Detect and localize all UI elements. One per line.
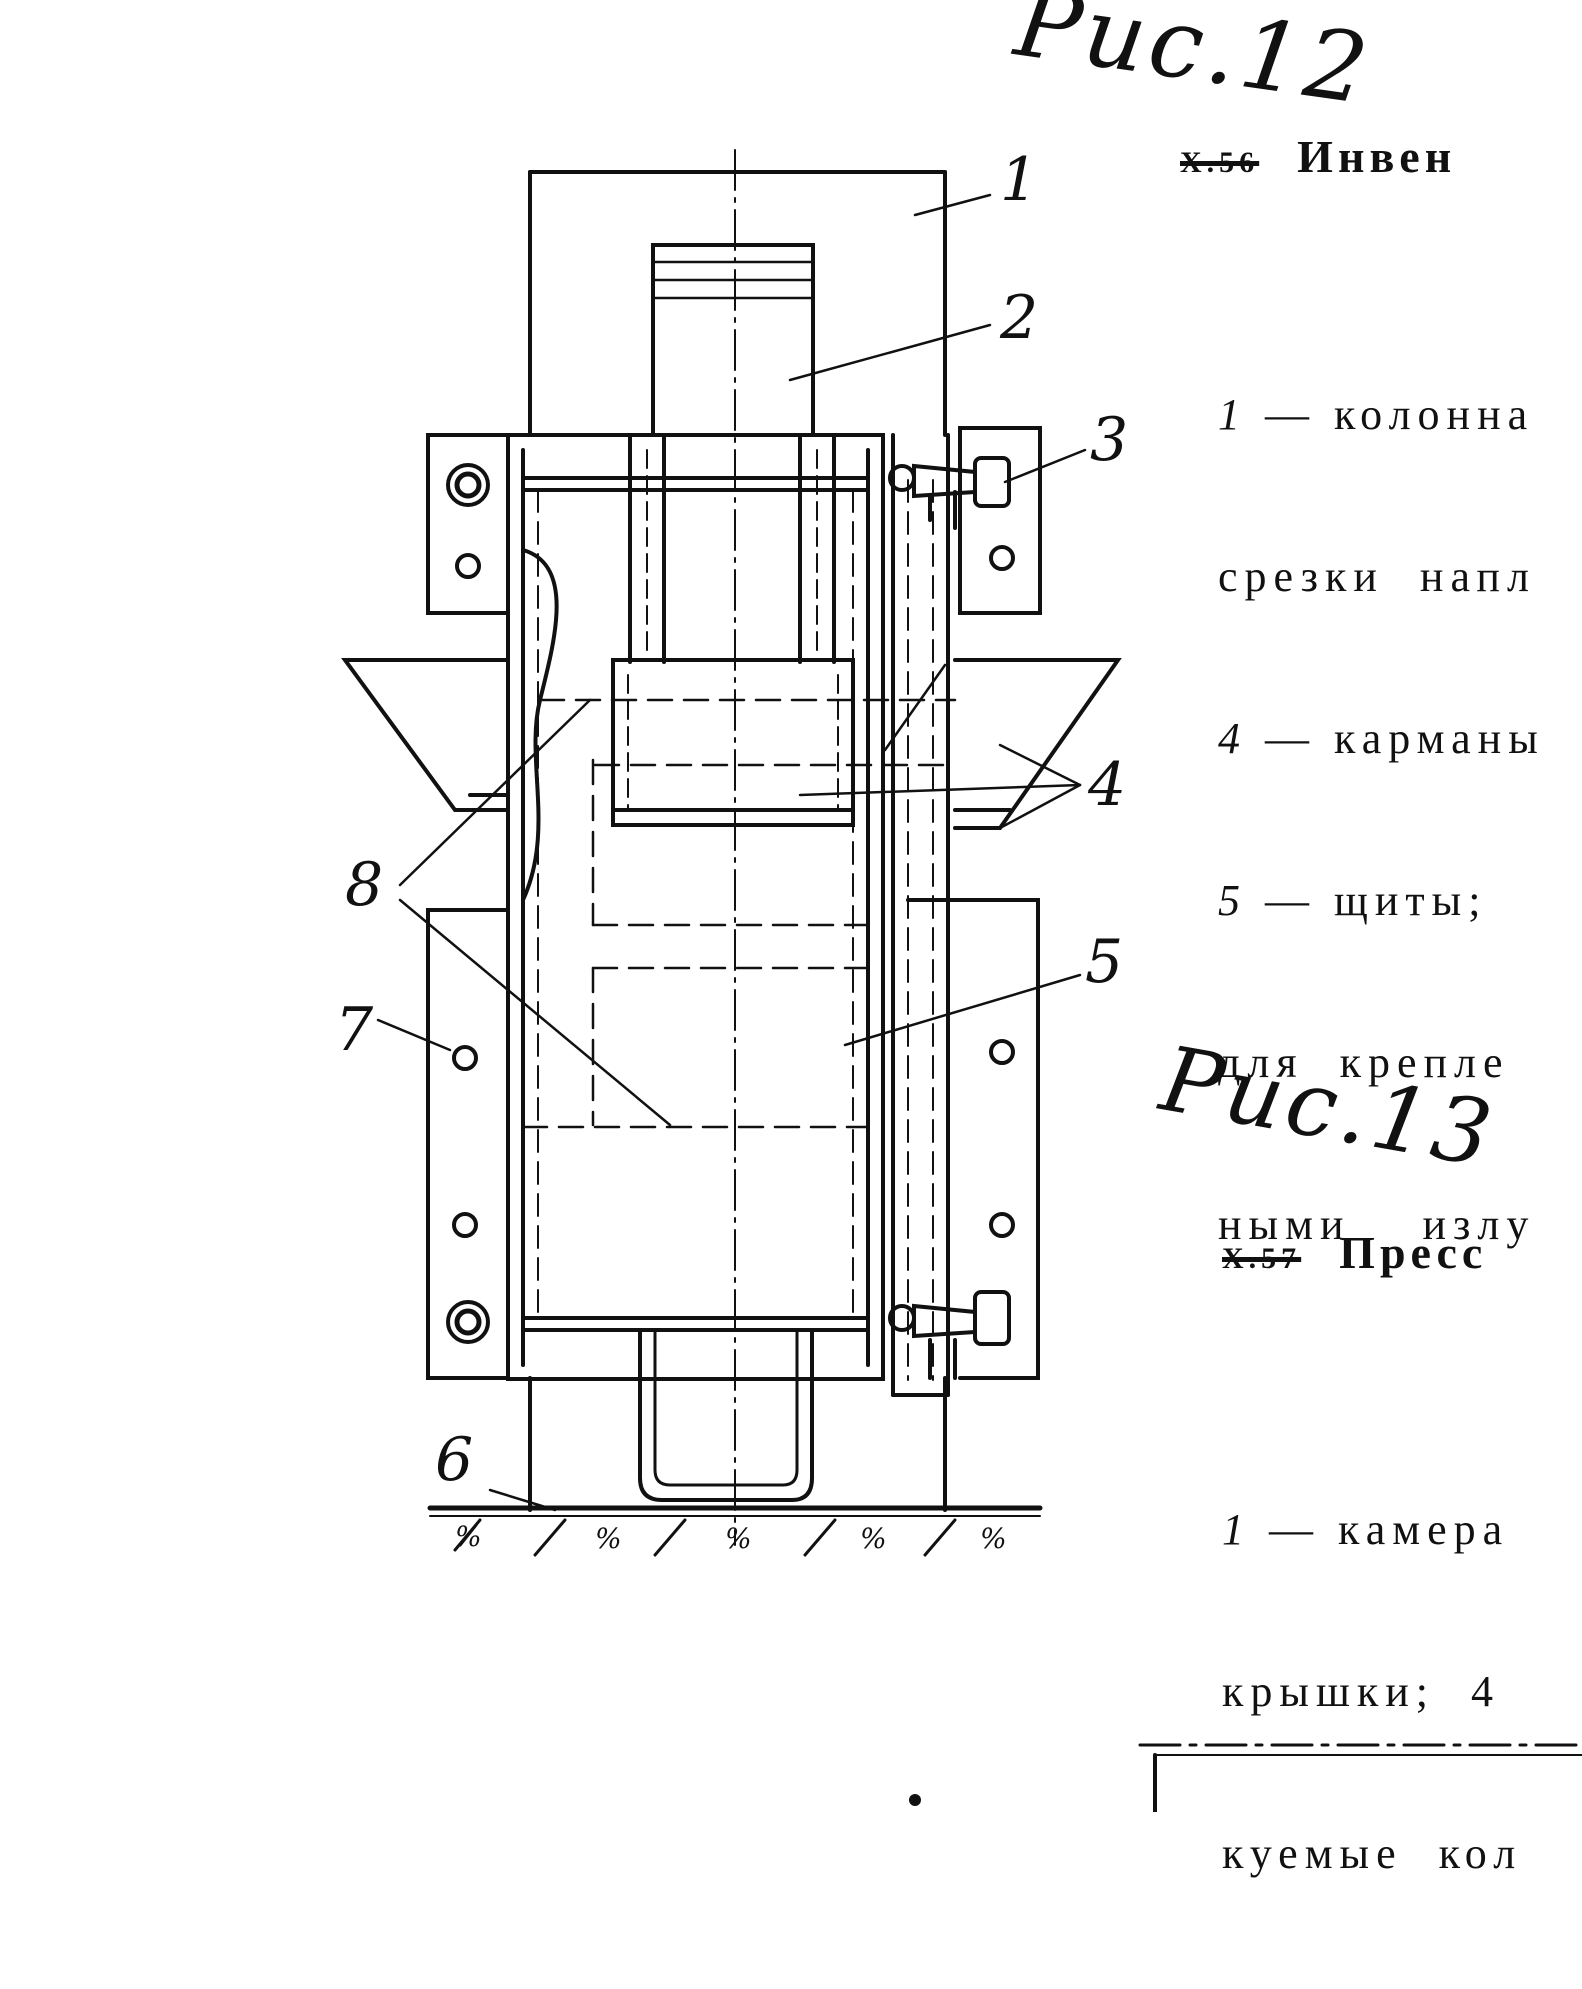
slide-block xyxy=(611,658,855,827)
caption-1-line: 4 — карманы xyxy=(1218,714,1545,763)
callout-labels: 1 2 3 4 5 6 7 8 xyxy=(335,145,1128,1495)
ground-mark: % xyxy=(455,1520,482,1553)
guide-diagonal xyxy=(883,663,947,752)
upper-left-bracket xyxy=(426,433,510,615)
caption-1-line: 5 — щиты; xyxy=(1218,876,1488,925)
caption-1-line: срезки напл xyxy=(1218,552,1536,601)
bottom-partial-drawing xyxy=(909,1743,1582,1812)
ground xyxy=(427,1505,1043,1557)
section-2-title: Пресс xyxy=(1339,1227,1488,1278)
clamp-screw-top xyxy=(888,456,1011,530)
shield-dashed-outlines xyxy=(521,698,957,1129)
technical-drawing: % % % % % 1 2 3 4 5 6 7 xyxy=(335,145,1582,1812)
ground-mark: % xyxy=(980,1522,1007,1555)
section-2-heading: Х.57 Пресс xyxy=(1222,1226,1487,1279)
leader-lines xyxy=(376,193,1087,1512)
right-pocket xyxy=(953,658,1122,830)
section-2-struck-number: Х.57 xyxy=(1222,1242,1302,1275)
caption-1-line: для крепле xyxy=(1218,1038,1510,1087)
callout-label-8: 8 xyxy=(345,850,383,920)
upper-right-bracket xyxy=(958,426,1042,615)
guide-rails xyxy=(628,433,836,664)
caption-1: 1 — колонна срезки напл 4 — карманы 5 — … xyxy=(1218,280,1545,1360)
column xyxy=(528,170,947,1512)
top-block xyxy=(651,243,815,437)
callout-label-7: 7 xyxy=(335,995,374,1065)
u-handle xyxy=(638,1328,814,1502)
left-pocket xyxy=(341,658,510,812)
callout-label-2: 2 xyxy=(999,283,1038,353)
caption-2-line: куемые кол xyxy=(1222,1829,1523,1878)
section-1-title: Инвен xyxy=(1297,131,1457,182)
caption-1-line: 1 — колонна xyxy=(1218,390,1535,439)
caption-2-line: 1 — камера xyxy=(1222,1505,1510,1554)
caption-1-line: ными излу xyxy=(1218,1200,1536,1249)
u-handle-inner xyxy=(653,1328,799,1487)
section-1-heading: Х.56 Инвен xyxy=(1180,130,1456,183)
ground-marks: % % % % % xyxy=(455,1520,1007,1555)
callout-label-1: 1 xyxy=(1000,145,1038,215)
callout-label-5: 5 xyxy=(1085,927,1123,997)
lower-right-bracket xyxy=(906,898,1040,1380)
callout-label-3: 3 xyxy=(1090,405,1128,475)
callout-label-4: 4 xyxy=(1087,750,1126,820)
lower-left-bracket xyxy=(426,908,510,1380)
ground-mark: % xyxy=(860,1522,887,1555)
cutaway-curve xyxy=(521,548,559,902)
ground-mark: % xyxy=(725,1522,752,1555)
section-1-struck-number: Х.56 xyxy=(1180,146,1260,179)
clamp-screw-bottom xyxy=(888,1290,1011,1380)
ground-mark: % xyxy=(595,1522,622,1555)
right-rod xyxy=(891,433,950,1397)
callout-label-6: 6 xyxy=(435,1425,473,1495)
housing-frame xyxy=(506,433,885,1381)
caption-2-line: крышки; 4 xyxy=(1222,1667,1500,1716)
